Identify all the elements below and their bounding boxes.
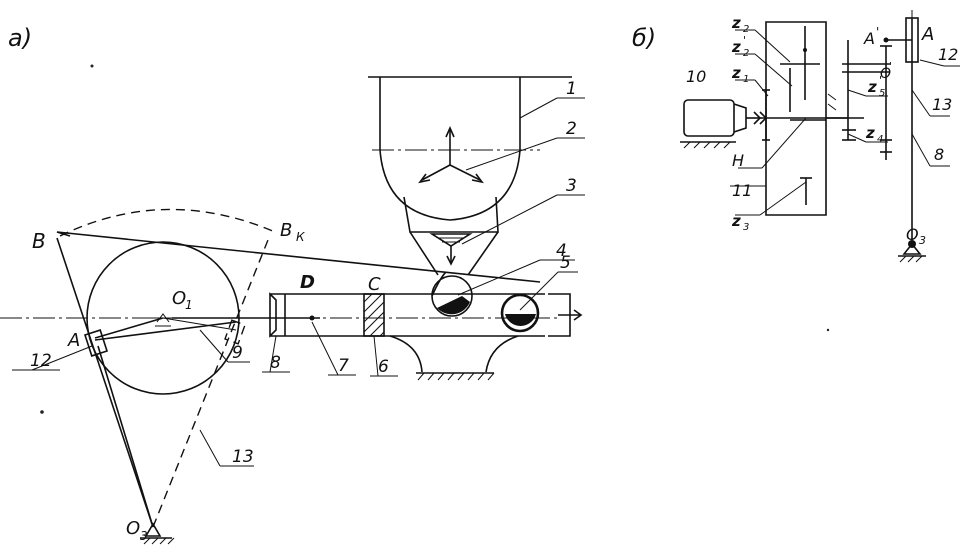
part-1: 1 — [566, 79, 577, 99]
motor-10 — [680, 99, 768, 149]
label-z2p-sub: 2 — [743, 48, 749, 59]
part-7: 7 — [338, 356, 349, 376]
part-13-b: 13 — [932, 95, 952, 114]
connecting-rod — [56, 231, 541, 283]
pivot-o3 — [140, 522, 175, 545]
part-2: 2 — [566, 119, 577, 139]
part-5: 5 — [560, 253, 571, 273]
label-a-prime: A — [863, 29, 875, 48]
label-z2p-mark: ' — [743, 34, 746, 47]
gearbox-housing-11 — [765, 21, 827, 216]
label-z3: z — [731, 212, 741, 230]
label-z1-sub: 1 — [743, 74, 749, 85]
label-z5-mark: ' — [879, 74, 882, 87]
roller-5 — [500, 293, 540, 333]
crank-chord — [94, 321, 237, 341]
leader-lines-b — [730, 29, 960, 216]
hopper-1 — [368, 76, 572, 276]
label-z1: z — [731, 64, 741, 82]
label-o-mark: ' — [889, 60, 892, 73]
rocker-left-b — [56, 237, 154, 528]
label-bk: В — [280, 220, 292, 241]
slider-block-9 — [224, 319, 246, 345]
part-4: 4 — [556, 241, 567, 261]
label-z2p: z — [731, 38, 741, 56]
slider-block-12 — [83, 329, 109, 357]
label-d: D — [300, 272, 315, 293]
label-o3-b-sub: 3 — [919, 234, 926, 247]
label-z5-sub: 5 — [879, 88, 885, 99]
label-o3-b: O — [906, 225, 919, 244]
label-a-prime-mark: ' — [876, 25, 879, 39]
part-13-a: 13 — [232, 447, 254, 467]
part-8-b: 8 — [934, 145, 944, 164]
label-o3: O — [126, 518, 140, 539]
part-9: 9 — [232, 343, 243, 363]
figure-b: б) — [632, 10, 960, 263]
rocker-right-dashed — [152, 234, 271, 528]
label-o3-sub: 3 — [140, 529, 148, 543]
figure-a: а) — [0, 24, 585, 545]
label-c: C — [368, 274, 381, 295]
pivot-o3-b — [898, 240, 926, 263]
rocker-left-a — [97, 345, 154, 528]
panel-label-b: б) — [632, 24, 656, 52]
label-z4-sub: 4 — [877, 134, 883, 145]
panel-label-a: а) — [8, 24, 32, 52]
crank-arm-right — [162, 317, 237, 331]
scan-dot — [90, 64, 94, 68]
label-z4: z — [865, 124, 875, 142]
outlet-arrow — [558, 309, 583, 321]
label-a-b: A — [921, 24, 934, 45]
scan-dot — [826, 328, 830, 332]
part-11: 11 — [732, 181, 752, 200]
part-10: 10 — [686, 67, 706, 86]
scan-dot — [40, 410, 44, 414]
crank-arm-a — [94, 317, 164, 339]
part-3: 3 — [566, 176, 577, 196]
b-trajectory-arc — [59, 208, 276, 237]
label-bk-sub: К — [296, 230, 305, 244]
ram-tube — [269, 292, 545, 338]
part-6: 6 — [378, 357, 389, 377]
roller-4 — [431, 271, 473, 317]
label-z5: z — [867, 78, 877, 96]
label-o-b: O — [880, 66, 891, 82]
part-8: 8 — [270, 353, 281, 373]
label-a: A — [67, 330, 80, 351]
label-z2: z — [731, 14, 741, 32]
label-o1: O — [172, 288, 186, 309]
label-b: B — [32, 229, 46, 253]
part-12-a: 12 — [30, 351, 52, 371]
label-h: H — [732, 151, 744, 170]
label-o1-sub: 1 — [185, 298, 193, 312]
stand-6 — [389, 335, 519, 373]
leader-lines-a — [12, 97, 585, 467]
label-z3-sub: 3 — [743, 222, 749, 233]
label-z2-sub: 2 — [743, 24, 749, 35]
part-12-b: 12 — [938, 45, 958, 64]
